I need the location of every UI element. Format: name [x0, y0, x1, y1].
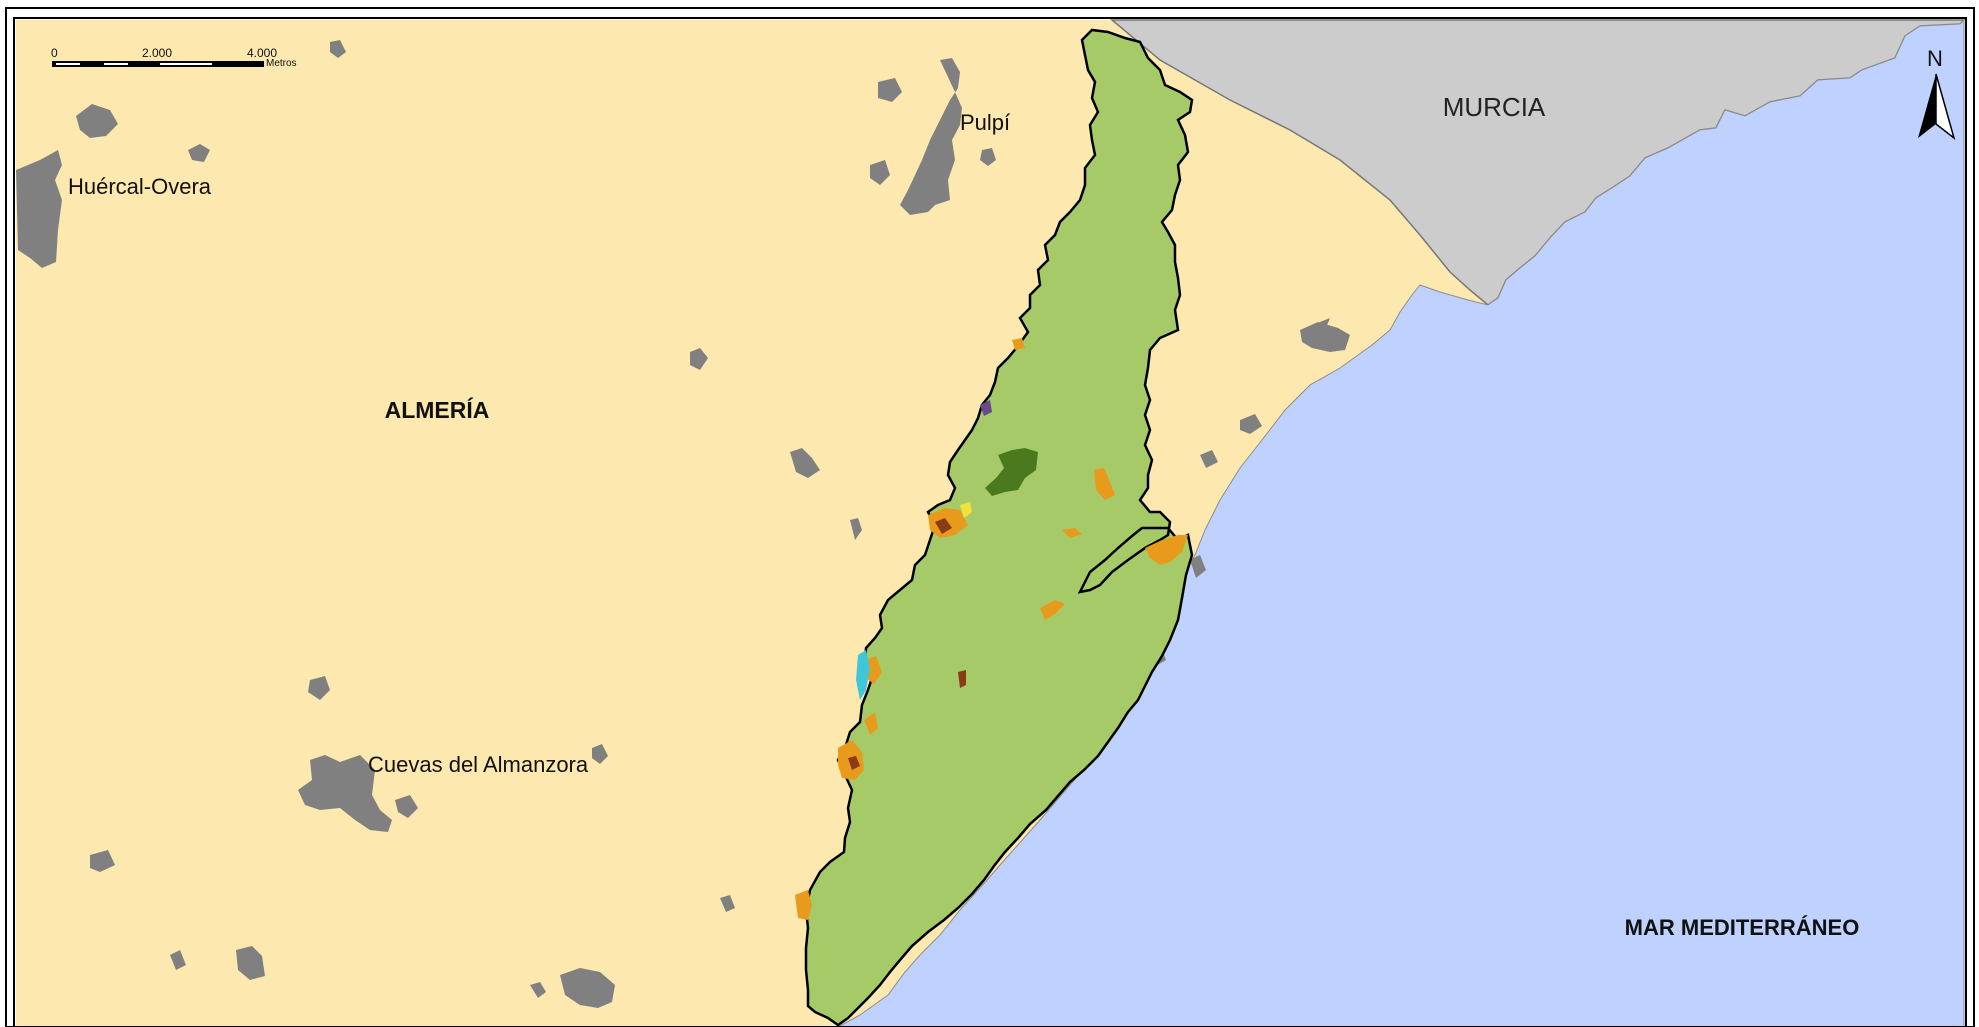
protected-area [804, 28, 1194, 1027]
sea [837, 18, 1965, 1027]
scale-bar: 0 2.000 4.000 Metros [51, 46, 297, 69]
label-town-huercal-overa: Huércal-Overa [68, 174, 212, 199]
label-town-cuevas: Cuevas del Almanzora [368, 752, 589, 777]
urban-areas [16, 40, 1350, 1008]
scale-tick-1: 2.000 [142, 46, 172, 60]
north-arrow-label: N [1927, 46, 1943, 71]
scale-tick-0: 0 [51, 46, 58, 60]
label-almeria: ALMERÍA [385, 396, 490, 423]
north-arrow-icon: N [1918, 46, 1956, 140]
label-town-pulpi: Pulpí [960, 110, 1010, 135]
label-sea: MAR MEDITERRÁNEO [1625, 915, 1860, 940]
label-murcia: MURCIA [1443, 92, 1546, 122]
scale-unit: Metros [266, 58, 297, 69]
landcover-patches [795, 338, 1188, 920]
scale-tick-2: 4.000 [247, 46, 277, 60]
